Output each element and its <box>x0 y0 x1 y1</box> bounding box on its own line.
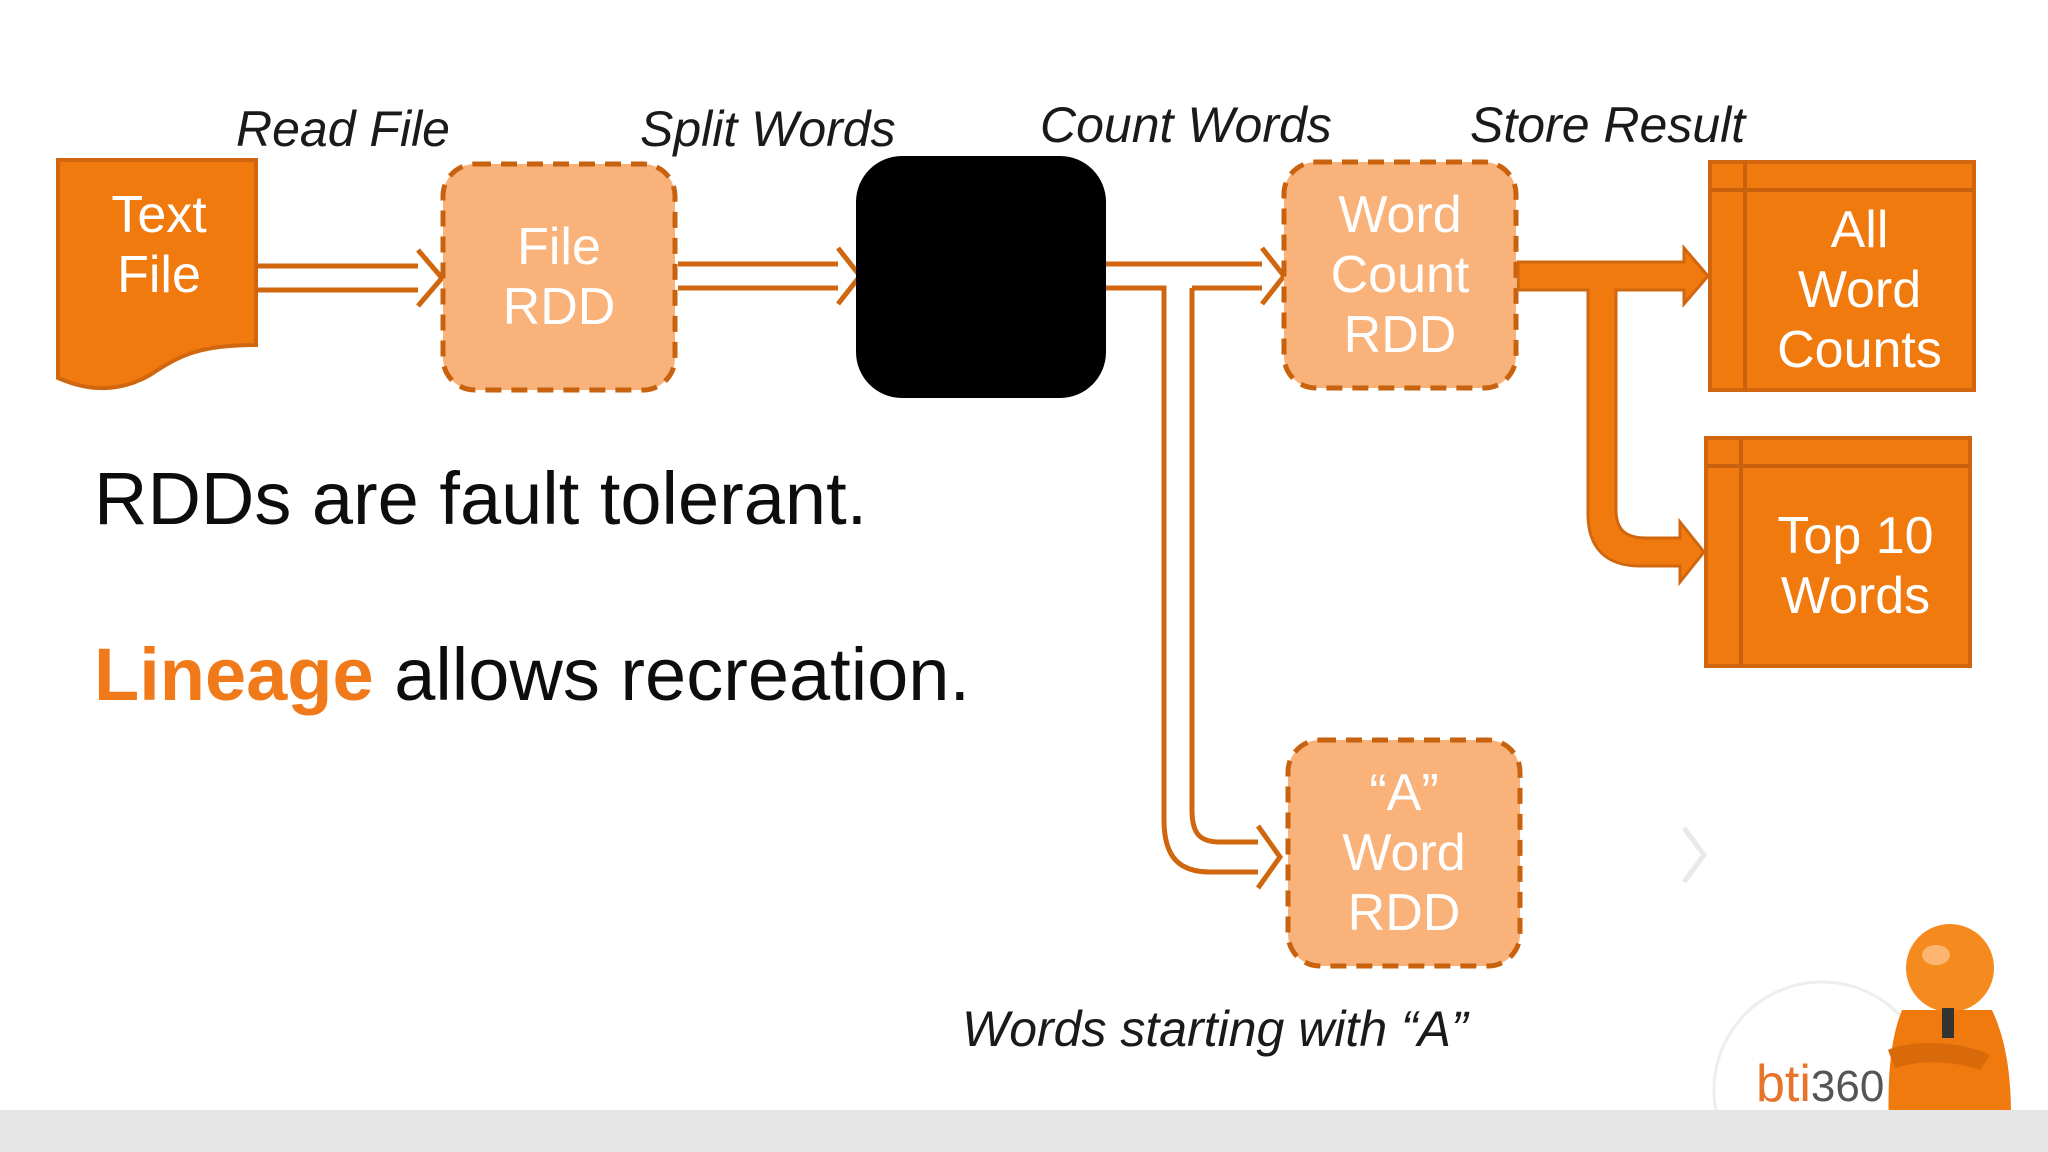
top-10-words-box <box>1704 436 1972 668</box>
all-word-counts-box <box>1708 160 1976 392</box>
node-a-word-rdd: “A” Word RDD <box>1342 763 1466 943</box>
footer-band <box>0 1110 2048 1152</box>
step-label-store-result: Store Result <box>1470 97 1746 153</box>
a-word-rdd-box <box>1285 737 1523 969</box>
node-all-word-counts: All Word Counts <box>1777 200 1942 380</box>
mascot-figure <box>1888 924 2012 1152</box>
lineage-keyword: Lineage <box>94 633 374 716</box>
text-file-shape <box>56 158 258 391</box>
statement-fault-tolerant: RDDs are fault tolerant. <box>94 457 868 540</box>
word-count-rdd-box <box>1281 159 1519 391</box>
logo: bti360 <box>1756 1058 1884 1110</box>
caption-a-words: Words starting with “A” <box>962 1001 1468 1057</box>
arrow-fading <box>1522 840 1684 871</box>
node-file-rdd: File RDD <box>502 217 616 336</box>
arrow-store-result <box>1516 243 1710 587</box>
logo-bti: bti <box>1756 1055 1811 1113</box>
step-label-split-words: Split Words <box>640 101 896 157</box>
node-text-file: Text File <box>111 185 207 304</box>
step-label-count-words: Count Words <box>1040 97 1332 153</box>
statement-lineage: Lineage allows recreation. <box>94 638 970 712</box>
arrow-count-words <box>1106 246 1288 890</box>
node-top-10-words: Top 10 Words <box>1777 506 1934 625</box>
redacted-box <box>856 156 1106 398</box>
step-label-read-file: Read File <box>236 101 450 157</box>
lineage-rest: allows recreation. <box>373 633 971 716</box>
arrow-split-words <box>678 246 864 306</box>
node-word-count-rdd: Word Count RDD <box>1330 185 1470 365</box>
logo-360: 360 <box>1810 1062 1885 1111</box>
arrow-read-file <box>258 248 446 308</box>
file-rdd-box <box>440 161 678 393</box>
